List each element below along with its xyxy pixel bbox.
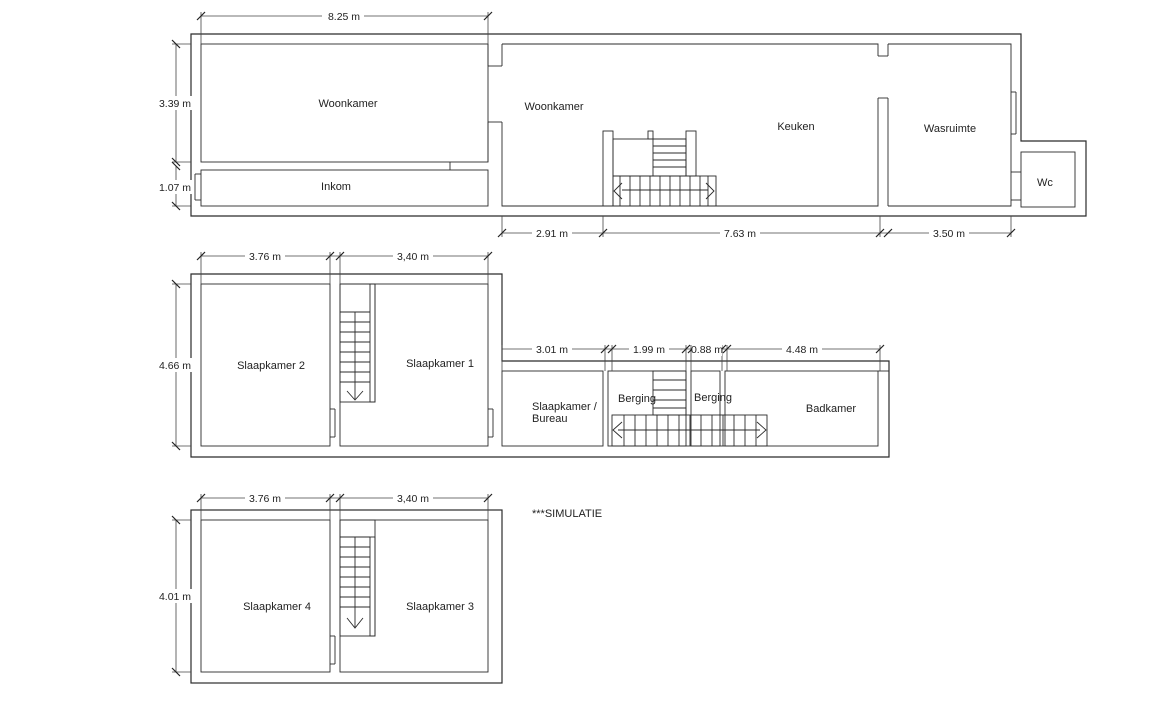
dim-second-height: 4.01 m — [159, 591, 191, 603]
dim-sk4-width: 3.76 m — [249, 493, 281, 505]
dim-berging1-width: 1.99 m — [633, 344, 665, 356]
first-staircase-right — [611, 370, 768, 447]
room-label-woonkamer-mid: Woonkamer — [524, 101, 583, 113]
wc-room — [1020, 151, 1076, 208]
dim-top-width: 8.25 m — [328, 11, 360, 23]
room-label-wc: Wc — [1037, 177, 1053, 189]
berging-2-room — [690, 370, 721, 447]
room-label-berging-2: Berging — [694, 392, 732, 404]
bureau-room — [501, 370, 604, 447]
ground-floor-plan: 8.25 m 3.39 m 1.07 m 2.91 — [156, 9, 1087, 240]
room-label-slaapkamer-2: Slaapkamer 2 — [237, 360, 305, 372]
dim-bottom-3: 3.50 m — [933, 228, 965, 240]
inkom-room — [200, 169, 489, 207]
slaapkamer-3-room — [339, 519, 489, 673]
dim-badkamer-width: 4.48 m — [786, 344, 818, 356]
room-label-badkamer: Badkamer — [806, 403, 856, 415]
dim-sk1-width: 3,40 m — [397, 251, 429, 263]
dim-bottom-1: 2.91 m — [536, 228, 568, 240]
second-floor-plan: 3.76 m 3,40 m 4.01 m Slaapkamer 4 Slaapk… — [156, 491, 503, 684]
ground-dimensions: 8.25 m 3.39 m 1.07 m 2.91 — [156, 9, 1016, 240]
room-label-keuken: Keuken — [777, 121, 814, 133]
ground-outer-wall — [190, 33, 1087, 217]
simulation-note: ***SIMULATIE — [532, 508, 602, 520]
dim-left-height: 3.39 m — [159, 98, 191, 110]
dim-inkom-height: 1.07 m — [159, 182, 191, 194]
dim-sk3-width: 3,40 m — [397, 493, 429, 505]
dim-bureau-width: 3.01 m — [536, 344, 568, 356]
dim-berging2-width: 0.88 m — [691, 344, 723, 356]
room-label-slaapkamer-1: Slaapkamer 1 — [406, 358, 474, 370]
slaapkamer-4-room — [200, 519, 331, 673]
room-label-wasruimte: Wasruimte — [924, 123, 976, 135]
second-dimensions: 3.76 m 3,40 m 4.01 m — [156, 491, 493, 677]
woonkamer-left-room — [200, 43, 489, 163]
first-outer-wall — [190, 273, 890, 458]
room-label-inkom: Inkom — [321, 181, 351, 193]
dim-first-height: 4.66 m — [159, 360, 191, 372]
dim-bottom-2: 7.63 m — [724, 228, 756, 240]
room-label-slaapkamer-3: Slaapkamer 3 — [406, 601, 474, 613]
room-label-woonkamer-left: Woonkamer — [318, 98, 377, 110]
berging-1-room — [607, 370, 687, 447]
second-outer-wall — [190, 509, 503, 684]
room-label-bureau-line1: Slaapkamer / — [532, 401, 598, 413]
ground-staircase — [602, 130, 717, 207]
dim-sk2-width: 3.76 m — [249, 251, 281, 263]
slaapkamer-2-room — [200, 283, 331, 447]
second-staircase — [339, 519, 376, 637]
first-floor-plan: 3.76 m 3,40 m 4.66 m — [156, 249, 890, 458]
room-label-berging-1: Berging — [618, 393, 656, 405]
room-label-bureau-line2: Bureau — [532, 413, 567, 425]
room-label-slaapkamer-4: Slaapkamer 4 — [243, 601, 311, 613]
wasruimte-room — [888, 43, 1012, 207]
first-dimensions: 3.76 m 3,40 m 4.66 m — [156, 249, 885, 451]
first-staircase-left — [339, 283, 376, 403]
badkamer-room — [724, 370, 879, 447]
